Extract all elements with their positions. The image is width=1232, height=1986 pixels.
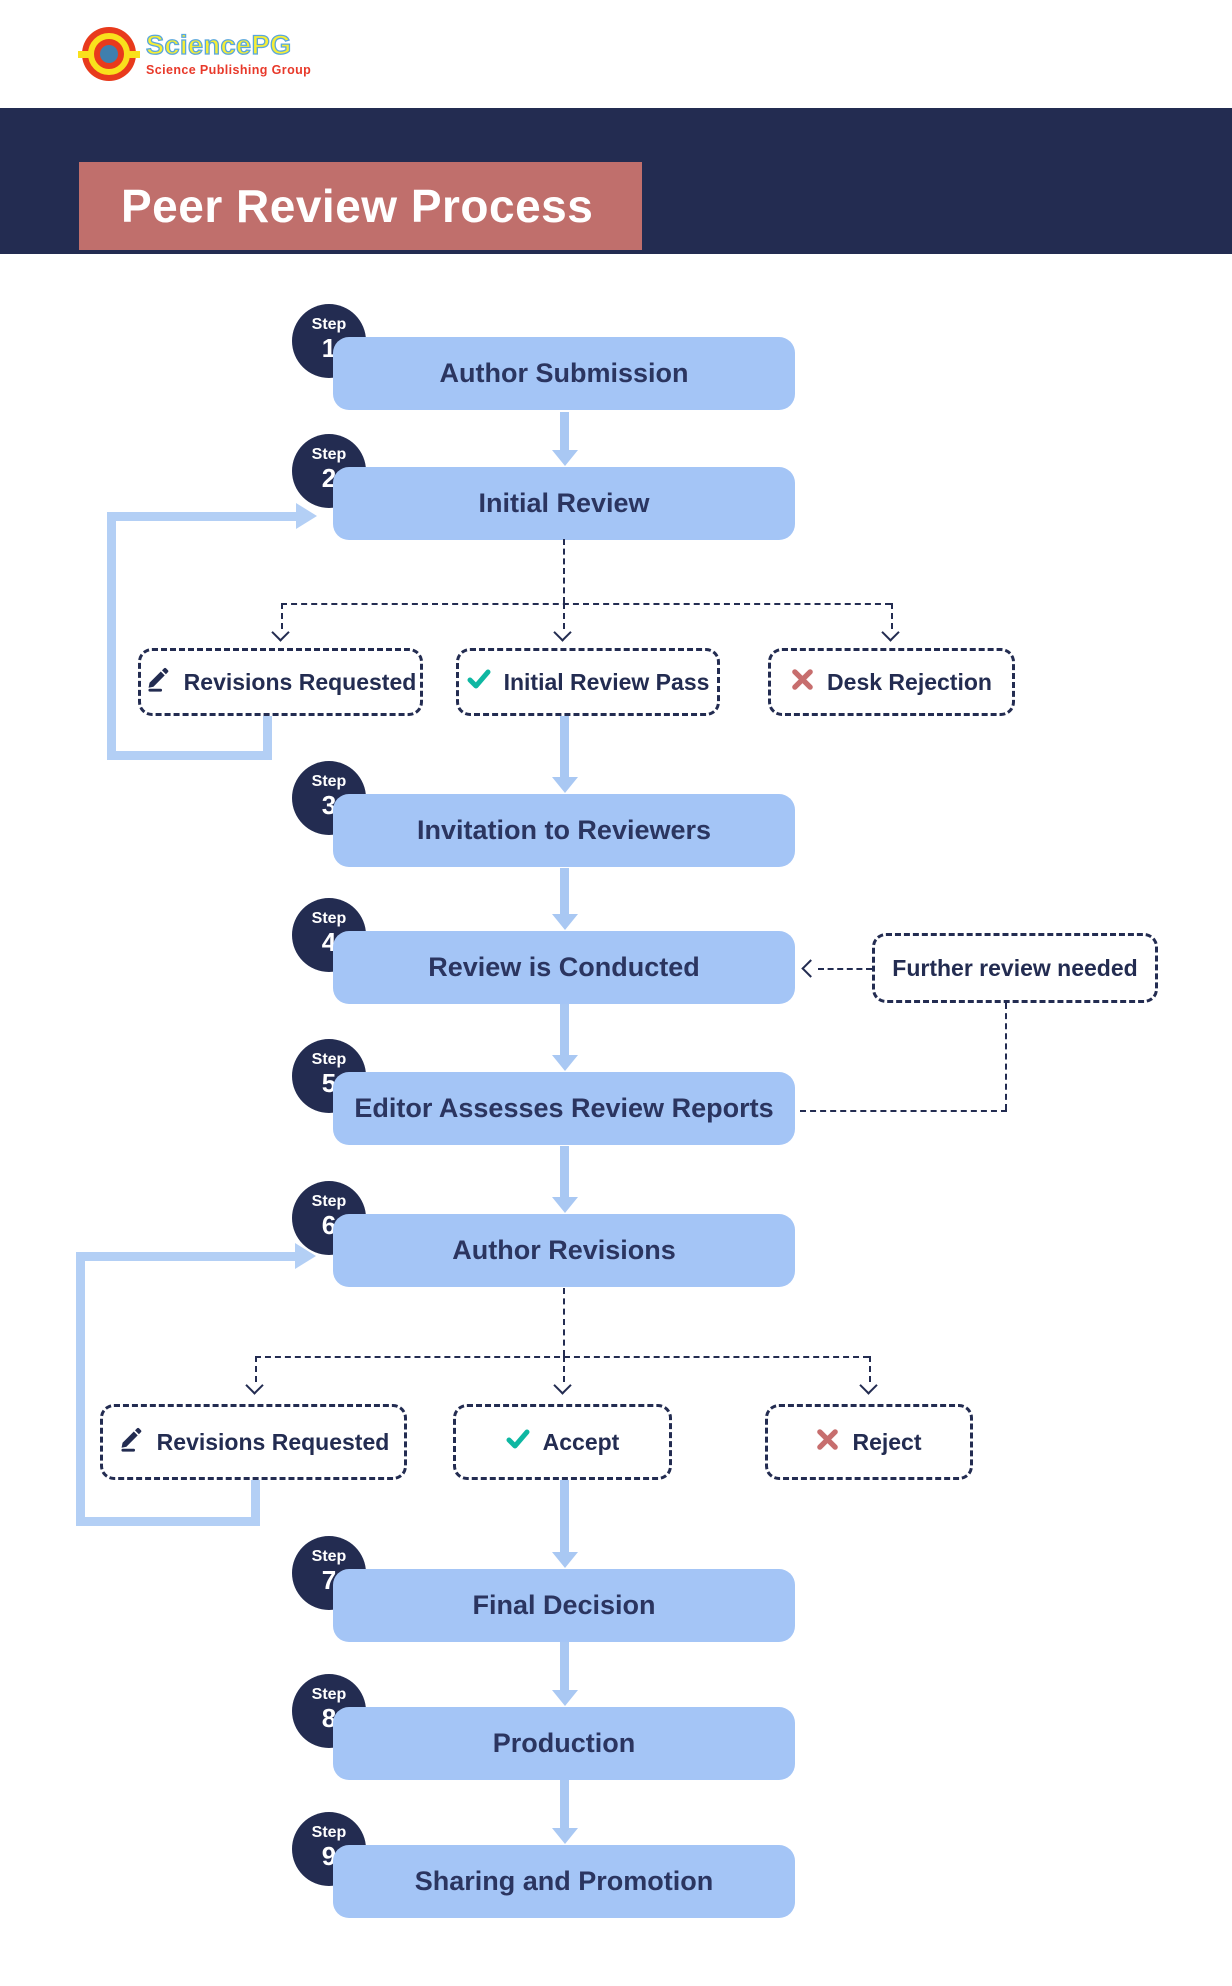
outcome-label: Desk Rejection xyxy=(827,668,992,695)
branch1-stem xyxy=(563,539,565,603)
loop1-top xyxy=(114,512,296,521)
branch2-rail xyxy=(255,1356,869,1358)
loop1-arrowhead xyxy=(296,503,317,529)
outcome-label: Revisions Requested xyxy=(156,1428,390,1455)
outcome-initial-review-pass: Initial Review Pass xyxy=(456,648,720,716)
branch1-drop-mid xyxy=(563,603,565,629)
loop2-top xyxy=(83,1252,295,1261)
step-node-production: Production xyxy=(333,1707,795,1780)
sciencepg-logo: SciencePG Science Publishing Group xyxy=(78,27,312,81)
outcome-revisions-requested-2: Revisions Requested xyxy=(100,1404,407,1480)
arrow-pass-step3 xyxy=(560,716,569,778)
brand-name: SciencePG xyxy=(145,29,292,60)
note-further-review-needed: Further review needed xyxy=(872,933,1158,1003)
step-node-final-decision: Final Decision xyxy=(333,1569,795,1642)
step-node-invitation-to-reviewers: Invitation to Reviewers xyxy=(333,794,795,867)
arrow-step1-step2 xyxy=(560,412,569,451)
branch2-stem xyxy=(563,1288,565,1356)
further-review-drop xyxy=(1005,1003,1007,1110)
branch2-arrowhead-right xyxy=(859,1376,878,1395)
branch1-arrowhead-left xyxy=(271,623,290,642)
outcome-accept: Accept xyxy=(453,1404,672,1480)
loop1-bottom xyxy=(107,751,272,760)
step-node-author-revisions: Author Revisions xyxy=(333,1214,795,1287)
further-review-arrow-line xyxy=(818,968,872,970)
branch1-rail xyxy=(281,603,891,605)
further-review-arrowhead xyxy=(801,959,820,978)
note-label: Further review needed xyxy=(892,954,1138,981)
branch1-drop-left xyxy=(281,603,283,629)
branch2-arrowhead-left xyxy=(245,1376,264,1395)
branch2-drop-right xyxy=(869,1356,871,1382)
branch2-arrowhead-mid xyxy=(553,1376,572,1395)
arrow-step5-step6 xyxy=(560,1146,569,1198)
branch1-arrowhead-mid xyxy=(553,623,572,642)
loop1-vertical xyxy=(107,512,116,760)
arrow-step3-step4 xyxy=(560,868,569,915)
arrow-accept-step7 xyxy=(560,1480,569,1553)
loop2-bottom xyxy=(76,1517,260,1526)
outcome-revisions-requested-1: Revisions Requested xyxy=(138,648,423,716)
outcome-reject: Reject xyxy=(765,1404,973,1480)
title-band: Peer Review Process xyxy=(0,108,1232,254)
step-node-author-submission: Author Submission xyxy=(333,337,795,410)
pencil-icon xyxy=(118,1426,144,1458)
outcome-label: Reject xyxy=(852,1428,922,1455)
check-icon xyxy=(467,667,491,697)
further-review-rail xyxy=(800,1110,1007,1112)
branch2-drop-mid xyxy=(563,1356,565,1382)
x-icon xyxy=(791,668,814,697)
branch1-arrowhead-right xyxy=(881,623,900,642)
outcome-desk-rejection: Desk Rejection xyxy=(768,648,1015,716)
outcome-label: Revisions Requested xyxy=(183,668,417,695)
branch1-drop-right xyxy=(891,603,893,629)
step-node-initial-review: Initial Review xyxy=(333,467,795,540)
outcome-label: Initial Review Pass xyxy=(503,668,710,695)
step-node-review-is-conducted: Review is Conducted xyxy=(333,931,795,1004)
check-icon xyxy=(506,1427,530,1457)
loop1-stub xyxy=(263,716,272,760)
arrow-step7-step8 xyxy=(560,1642,569,1691)
loop2-stub xyxy=(251,1480,260,1526)
loop2-vertical xyxy=(76,1252,85,1526)
outcome-label: Accept xyxy=(542,1428,620,1455)
arrow-step8-step9 xyxy=(560,1780,569,1829)
x-icon xyxy=(816,1428,839,1457)
arrow-step4-step5 xyxy=(560,1004,569,1056)
header: SciencePG Science Publishing Group xyxy=(0,0,1232,108)
pencil-icon xyxy=(145,666,171,698)
loop2-arrowhead xyxy=(295,1243,316,1269)
brand-tagline: Science Publishing Group xyxy=(146,63,312,78)
step-node-sharing-promotion: Sharing and Promotion xyxy=(333,1845,795,1918)
branch2-drop-left xyxy=(255,1356,257,1382)
step-node-editor-assesses: Editor Assesses Review Reports xyxy=(333,1072,795,1145)
sciencepg-logo-icon xyxy=(78,27,140,81)
page-title: Peer Review Process xyxy=(79,162,642,250)
